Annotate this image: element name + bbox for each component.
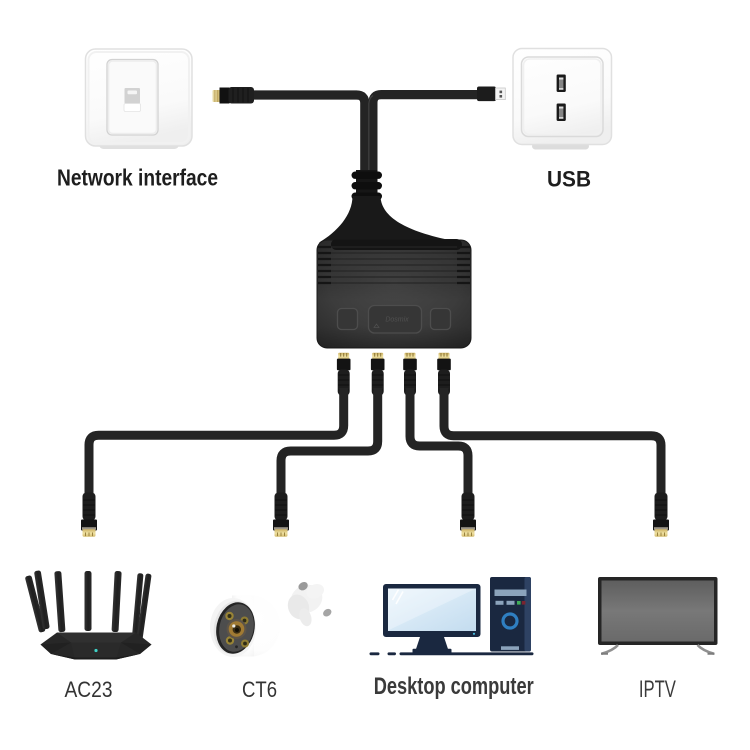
svg-text:USB: USB [547,167,591,192]
svg-text:Desktop computer: Desktop computer [374,673,534,700]
svg-text:IPTV: IPTV [639,676,676,703]
svg-text:CT6: CT6 [242,677,277,702]
svg-text:AC23: AC23 [65,677,113,702]
svg-text:Network interface: Network interface [57,165,218,191]
svg-text:Dosmix: Dosmix [385,317,409,324]
